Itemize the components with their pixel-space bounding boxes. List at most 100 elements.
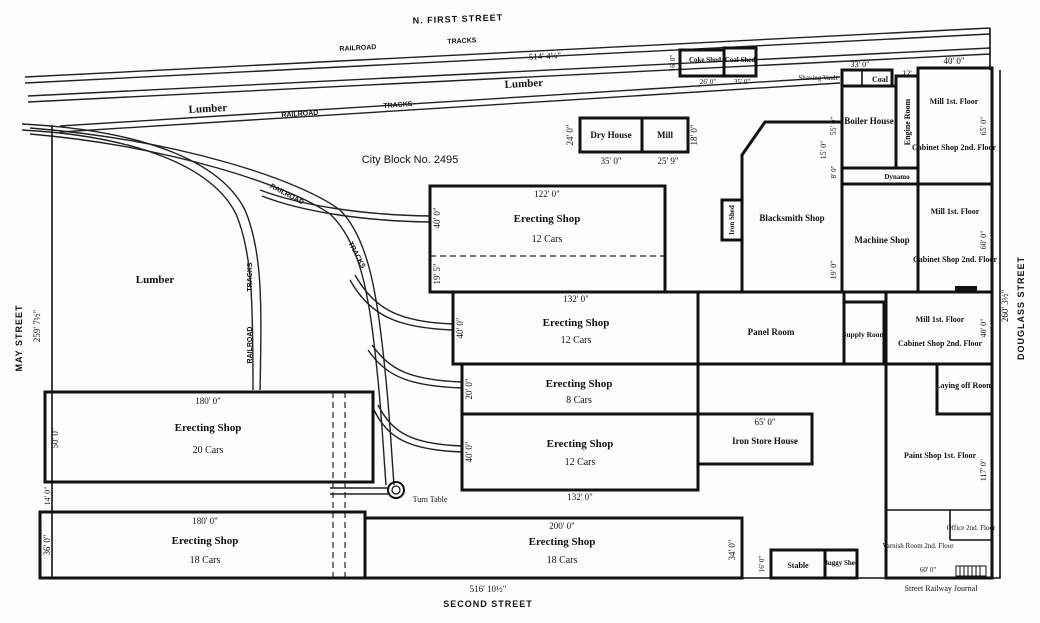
erecting-20-outline xyxy=(43,390,375,484)
south-dimension: 516' 10½" xyxy=(470,584,507,594)
iron-shed-outline xyxy=(720,198,744,242)
railroad-label-west: RAILROAD xyxy=(247,327,254,364)
varnish-dim: 60' 0" xyxy=(920,566,937,574)
erecting-2-cars: 12 Cars xyxy=(561,335,592,346)
engine-room-label: Engine Room xyxy=(903,98,912,145)
city-block-label: City Block No. 2495 xyxy=(362,154,459,166)
dry-house-label: Dry House xyxy=(590,130,631,140)
west-dimension: 259' 7½" xyxy=(32,310,42,343)
tracks-label-north: TRACKS xyxy=(447,37,477,46)
mill-ne-label: Mill 1st. Floor xyxy=(930,97,979,106)
erecting-20-dim-3: 14' 0" xyxy=(43,487,52,506)
lumber-label-2: Lumber xyxy=(188,102,227,116)
paint-shop-label: Paint Shop 1st. Floor xyxy=(904,451,976,460)
erecting-3-cars: 8 Cars xyxy=(566,395,592,406)
west-street-label: MAY STREET xyxy=(14,304,24,371)
iron-shed-label: Iron Shed xyxy=(728,205,736,235)
erecting-2-dim-2: 40' 0" xyxy=(455,317,465,338)
coal-dim-2: 12' xyxy=(902,69,912,78)
mill-se-dim: 40' 0" xyxy=(979,319,988,338)
erecting-s-outline xyxy=(363,516,744,580)
erecting-sw-label: Erecting Shop xyxy=(172,535,239,547)
laying-off-outline xyxy=(935,362,994,416)
credit-label: Street Railway Journal xyxy=(905,584,979,593)
mill-se-label-2: Cabinet Shop 2nd. Floor xyxy=(898,339,982,348)
erecting-4-dim: 40' 0" xyxy=(464,441,474,462)
erecting-top-cars: 12 Cars xyxy=(532,234,563,245)
coke-shed-dim: 16' 0" xyxy=(669,55,677,72)
mill-small-label: Mill xyxy=(657,130,673,140)
erecting-top-dim-2: 40' 0" xyxy=(432,207,442,228)
south-street-label: SECOND STREET xyxy=(443,599,533,609)
dynamo-label: Dynamo xyxy=(884,173,910,181)
erecting-sw-cars: 18 Cars xyxy=(190,555,221,566)
mill-ne-dim-2: 65' 0" xyxy=(979,117,988,136)
east-dimension: 260' 3½" xyxy=(1000,290,1010,323)
stable-label: Stable xyxy=(787,561,809,570)
stair-mark xyxy=(955,286,977,292)
north-street-label: N. FIRST STREET xyxy=(412,12,503,25)
erecting-top-label: Erecting Shop xyxy=(514,213,581,225)
boiler-house-outline xyxy=(840,84,898,170)
lumber-label-3: Lumber xyxy=(136,274,175,286)
erecting-s-cars: 18 Cars xyxy=(547,555,578,566)
erecting-20-dim-2: 50' 0" xyxy=(50,427,60,448)
coal-label: Coal xyxy=(872,75,889,84)
coal-shed-north-label: Coal Shed xyxy=(725,56,756,64)
boiler-dim-2: 15' 0" xyxy=(819,141,828,160)
erecting-2-label: Erecting Shop xyxy=(543,317,610,329)
mill-small-dim-2: 25' 9" xyxy=(657,156,678,166)
tracks-label-lumber: TRACKS xyxy=(383,101,413,110)
mill-se-label: Mill 1st. Floor xyxy=(916,315,965,324)
mill-east-label-2: Cabinet Shop 2nd. Floor xyxy=(913,255,997,264)
boiler-house-label: Boiler House xyxy=(844,116,894,126)
erecting-20-label: Erecting Shop xyxy=(175,422,242,434)
supply-room-label: Supply Room xyxy=(842,330,886,339)
turn-table-label: Turn Table xyxy=(413,495,448,504)
coal-shed-north-dim: 35' 0" xyxy=(734,78,751,86)
erecting-4-label: Erecting Shop xyxy=(547,438,614,450)
laying-off-label: Laying off Room xyxy=(935,381,993,390)
boiler-dim: 55' 0" xyxy=(829,117,838,136)
coal-dim: 33' 0" xyxy=(851,60,870,69)
tracks-label-west: TRACKS xyxy=(247,262,254,291)
erecting-sw-dim-2: 36' 0" xyxy=(42,534,52,555)
dry-house-dim: 24' 0" xyxy=(565,124,575,145)
erecting-top-dim: 122' 0" xyxy=(534,189,560,199)
stable-dim: 16' 0" xyxy=(758,556,766,573)
varnish-stair xyxy=(955,565,987,577)
blacksmith-dim: 19' 0" xyxy=(829,261,838,280)
erecting-4-outline xyxy=(460,412,700,492)
east-street-label: DOUGLASS STREET xyxy=(1016,256,1026,360)
blacksmith-label: Blacksmith Shop xyxy=(759,213,824,223)
supply-room-outline xyxy=(842,300,886,366)
office-label: Office 2nd. Floor xyxy=(947,524,996,532)
mill-se-outline xyxy=(884,290,994,366)
north-railroad-tracks xyxy=(24,27,991,133)
mill-east-label: Mill 1st. Floor xyxy=(931,207,980,216)
erecting-s-dim: 200' 0" xyxy=(549,521,575,531)
coal-shed-north-outline xyxy=(722,46,758,78)
shaving-vault-label: Shaving Vault xyxy=(798,74,837,82)
tracks-label-curve: TRACKS xyxy=(346,241,366,270)
mill-ne-label-2: Cabinet Shop 2nd. Floor xyxy=(912,143,996,152)
paint-shop-dim: 117' 0" xyxy=(979,459,988,481)
erecting-3-dim: 20' 0" xyxy=(464,378,474,399)
iron-store-dim: 65' 0" xyxy=(754,417,775,427)
iron-store-label: Iron Store House xyxy=(732,436,798,446)
erecting-2-dim: 132' 0" xyxy=(563,294,589,304)
erecting-sw-dim: 180' 0" xyxy=(192,516,218,526)
erecting-20-cars: 20 Cars xyxy=(193,445,224,456)
varnish-room-label: Varnish Room 2nd. Floor xyxy=(882,542,954,550)
coke-shed-dim-2: 26' 0" xyxy=(700,78,717,86)
mill-small-dim: 18' 0" xyxy=(689,124,699,145)
lumber-label-1: Lumber xyxy=(504,77,543,91)
railroad-label-lumber: RAILROAD xyxy=(281,110,318,120)
buggy-shed-outline xyxy=(823,548,859,580)
north-dimension: 514' 4¼" xyxy=(529,50,562,61)
curved-railroad-tracks xyxy=(21,123,463,495)
mill-ne-dim: 40' 0" xyxy=(943,56,964,66)
erecting-top-dim-3: 19' 5" xyxy=(432,263,442,284)
